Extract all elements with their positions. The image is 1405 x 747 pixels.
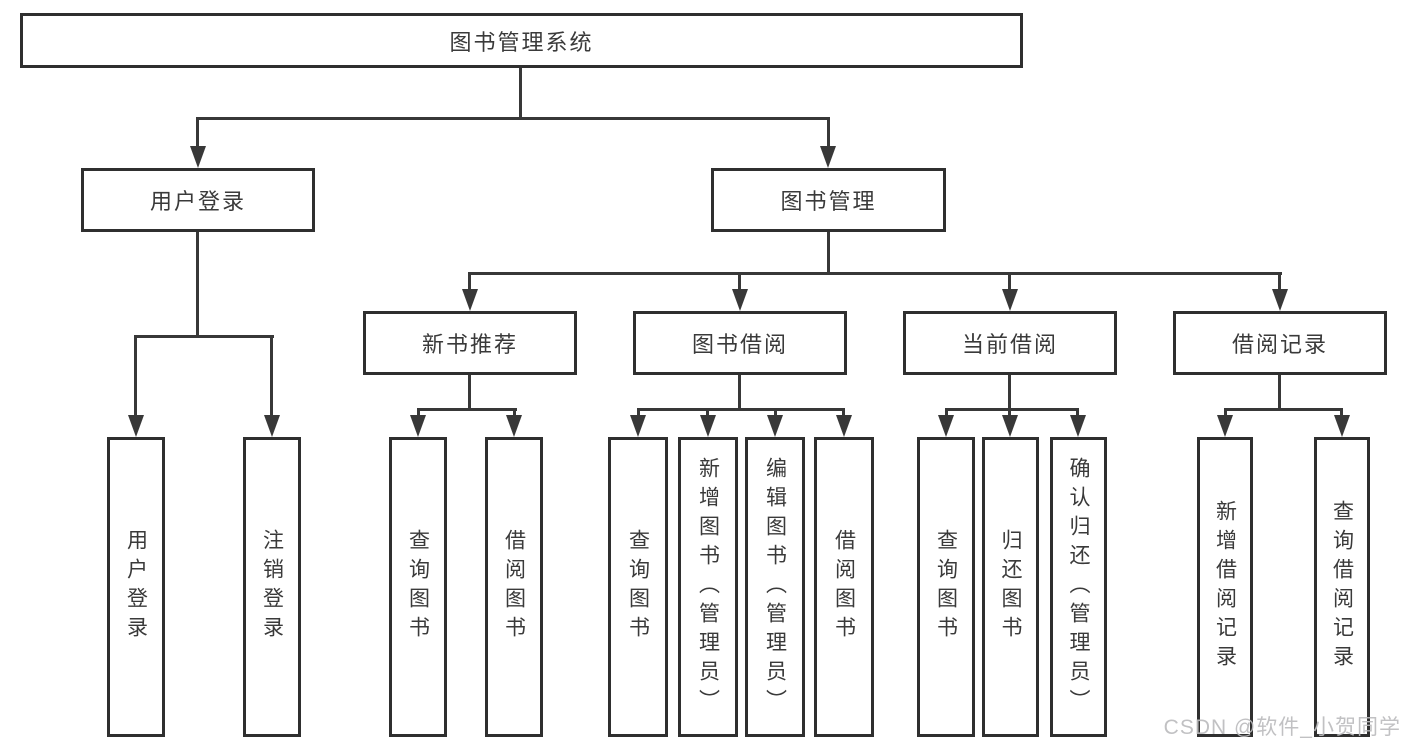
arrow-down-icon: [462, 289, 478, 311]
node-root: 图书管理系统: [20, 13, 1023, 68]
connector-line: [468, 272, 471, 294]
arrow-down-icon: [1334, 415, 1350, 437]
arrow-down-icon: [836, 415, 852, 437]
connector-line: [738, 375, 741, 411]
leaf-return-book: 归还图书: [982, 437, 1039, 737]
node-book-borrow: 图书借阅: [633, 311, 847, 375]
connector-line: [519, 68, 522, 120]
connector-line: [1008, 272, 1011, 294]
arrow-down-icon: [1002, 415, 1018, 437]
node-borrow-records: 借阅记录: [1173, 311, 1387, 375]
arrow-down-icon: [410, 415, 426, 437]
arrow-down-icon: [1272, 289, 1288, 311]
connector-line: [417, 408, 517, 411]
connector-line: [1278, 375, 1281, 411]
arrow-down-icon: [938, 415, 954, 437]
leaf-add-borrow-record: 新增借阅记录: [1197, 437, 1253, 737]
leaf-confirm-return-admin: 确认归还（管理员）: [1050, 437, 1107, 737]
leaf-query-books-current: 查询图书: [917, 437, 975, 737]
leaf-user-login: 用户登录: [107, 437, 165, 737]
leaf-query-borrow-record: 查询借阅记录: [1314, 437, 1370, 737]
connector-line: [134, 335, 274, 338]
leaf-borrow-books-2: 借阅图书: [814, 437, 874, 737]
connector-line: [945, 408, 1079, 411]
connector-line: [134, 335, 137, 420]
connector-line: [1278, 272, 1281, 294]
connector-line: [197, 117, 830, 120]
leaf-add-book-admin: 新增图书（管理员）: [678, 437, 738, 737]
arrow-down-icon: [128, 415, 144, 437]
arrow-down-icon: [1217, 415, 1233, 437]
arrow-down-icon: [264, 415, 280, 437]
node-user-login: 用户登录: [81, 168, 315, 232]
arrow-down-icon: [1070, 415, 1086, 437]
leaf-edit-book-admin: 编辑图书（管理员）: [745, 437, 805, 737]
watermark: CSDN @软件_小贺同学: [1163, 716, 1401, 739]
leaf-borrow-books-recommend: 借阅图书: [485, 437, 543, 737]
arrow-down-icon: [820, 146, 836, 168]
connector-line: [738, 272, 741, 294]
connector-line: [270, 335, 273, 420]
arrow-down-icon: [506, 415, 522, 437]
connector-line: [827, 117, 830, 151]
connector-line: [827, 232, 830, 275]
leaf-query-books-recommend: 查询图书: [389, 437, 447, 737]
connector-line: [468, 375, 471, 411]
arrow-down-icon: [767, 415, 783, 437]
connector-line: [1224, 408, 1343, 411]
leaf-logout: 注销登录: [243, 437, 301, 737]
connector-line: [637, 408, 845, 411]
connector-line: [469, 272, 1282, 275]
node-book-management: 图书管理: [711, 168, 946, 232]
arrow-down-icon: [700, 415, 716, 437]
arrow-down-icon: [630, 415, 646, 437]
connector-line: [196, 117, 199, 151]
node-new-book-recommend: 新书推荐: [363, 311, 577, 375]
leaf-query-books-borrow: 查询图书: [608, 437, 668, 737]
connector-line: [196, 232, 199, 338]
arrow-down-icon: [1002, 289, 1018, 311]
arrow-down-icon: [190, 146, 206, 168]
arrow-down-icon: [732, 289, 748, 311]
node-current-borrow: 当前借阅: [903, 311, 1117, 375]
connector-line: [1008, 375, 1011, 411]
